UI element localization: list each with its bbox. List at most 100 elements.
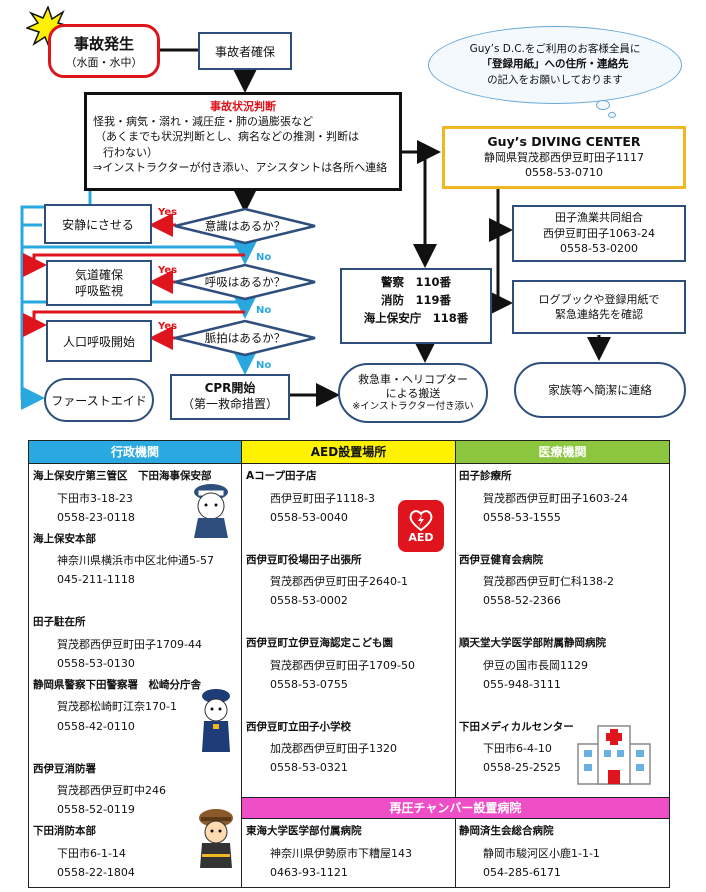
judgement-line-2: （あくまでも状況判断とし、病名などの推測・判断は — [95, 130, 359, 144]
hyperbaric-1-phone: 054-285-6171 — [483, 866, 561, 879]
judgement-line-3: 行わない） — [103, 145, 158, 159]
aed-1-name: 西伊豆町役場田子出張所 — [246, 554, 362, 566]
aed-2-address: 賀茂郡西伊豆町田子1709-50 — [270, 659, 415, 672]
medical-0-phone: 0558-53-1555 — [483, 511, 561, 524]
firefighter-mascot-icon — [199, 809, 233, 868]
hyperbaric-1-address: 静岡市駿河区小鹿1-1-1 — [483, 847, 600, 860]
bubble-tail-dot — [596, 100, 610, 110]
fishery-address: 西伊豆町田子1063-24 — [543, 226, 655, 240]
confirm-label: 事故者確保 — [214, 44, 275, 59]
coastguard-mascot-icon — [194, 484, 228, 538]
bubble-line-1: Guy’s D.C.をご利用のお客様全員に — [469, 43, 641, 56]
yes-label-3: Yes — [158, 321, 178, 332]
aed-0-address: 西伊豆町田子1118-3 — [270, 492, 375, 505]
calm-box: 安静にさせる — [44, 204, 152, 244]
no-label-1: No — [256, 252, 272, 263]
admin-4-name: 西伊豆消防署 — [33, 763, 96, 775]
medical-header: 医療機関 — [455, 440, 670, 464]
decision-diamonds — [174, 207, 316, 357]
accident-box: 事故発生 （水面・水中） — [48, 24, 160, 78]
pulse-diamond — [174, 319, 316, 357]
logbook-box: ログブックや登録用紙で 緊急連絡先を確認 — [512, 280, 686, 334]
heart-bolt-icon — [409, 509, 433, 531]
transport-line-1: 救急車・ヘリコプター — [358, 372, 468, 386]
medical-0-address: 賀茂郡西伊豆町田子1603-24 — [483, 492, 628, 505]
bubble-tail-dot — [608, 112, 616, 118]
question-consciousness: 意識はあるか？ — [204, 219, 286, 233]
admin-2-phone: 0558-53-0130 — [57, 657, 135, 670]
medical-3-name: 下田メディカルセンター — [459, 721, 574, 733]
admin-3-address: 賀茂郡松崎町江奈170-1 — [57, 700, 177, 713]
aed-0-phone: 0558-53-0040 — [270, 511, 348, 524]
admin-3-name: 静岡県警察下田警察署 松崎分庁舎 — [33, 679, 201, 691]
airway-line-1: 気道確保 — [74, 267, 123, 282]
medical-3-phone: 0558-25-2525 — [483, 761, 561, 774]
aed-2-phone: 0558-53-0755 — [270, 678, 348, 691]
question-pulse: 脈拍はあるか？ — [204, 331, 286, 345]
yes-label-2: Yes — [158, 265, 178, 276]
medical-1-address: 賀茂郡西伊豆町仁科138-2 — [483, 575, 614, 588]
hyperbaric-0-name: 東海大学医学部付属病院 — [246, 825, 362, 837]
question-breathing: 呼吸はあるか？ — [204, 275, 286, 289]
transport-note: ※インストラクター付き添い — [352, 401, 474, 413]
hospital-icon — [577, 725, 651, 785]
aed-1-address: 賀茂郡西伊豆町田子2640-1 — [270, 575, 408, 588]
center-address: 静岡県賀茂郡西伊豆町田子1117 — [484, 151, 644, 165]
airway-line-2: 呼吸監視 — [74, 284, 123, 298]
admin-0-phone: 0558-23-0118 — [57, 511, 135, 524]
medical-2-address: 伊豆の国市長岡1129 — [483, 659, 588, 672]
logbook-line-1: ログブックや登録用紙で — [538, 292, 660, 306]
diving-center-box: Guy’s DIVING CENTER 静岡県賀茂郡西伊豆町田子1117 055… — [442, 126, 686, 189]
medical-2-phone: 055-948-3111 — [483, 678, 561, 691]
medical-2-name: 順天堂大学医学部附属静岡病院 — [459, 637, 606, 649]
admin-0-address: 下田市3-18-23 — [57, 492, 133, 505]
fishery-phone: 0558-53-0200 — [560, 242, 638, 256]
transport-box: 救急車・ヘリコプター による搬送 ※インストラクター付き添い — [338, 363, 488, 423]
medical-1-name: 西伊豆健育会病院 — [459, 554, 543, 566]
medical-3-address: 下田市6-4-10 — [483, 742, 552, 755]
aed-3-phone: 0558-53-0321 — [270, 761, 348, 774]
admin-header: 行政機関 — [28, 440, 242, 464]
confirm-box: 事故者確保 — [198, 32, 292, 70]
cpr-title: CPR開始 — [204, 381, 256, 396]
logbook-line-2: 緊急連絡先を確認 — [555, 308, 643, 321]
aed-1-phone: 0558-53-0002 — [270, 594, 348, 607]
center-phone: 0558-53-0710 — [525, 165, 603, 179]
cpr-box: CPR開始 （第一救命措置） — [170, 374, 290, 420]
table-divider — [241, 440, 242, 888]
breathing-diamond — [174, 263, 316, 301]
emergency-numbers-box: 警察 110番 消防 119番 海上保安庁 118番 — [340, 268, 492, 344]
judgement-box: 事故状況判断 怪我・病気・溺れ・減圧症・肺の過膨張など （あくまでも状況判断とし… — [84, 92, 402, 191]
aed-header: AED設置場所 — [241, 440, 456, 464]
judgement-line-1: 怪我・病気・溺れ・減圧症・肺の過膨張など — [93, 115, 313, 129]
cpr-subtitle: （第一救命措置） — [181, 397, 278, 411]
admin-3-phone: 0558-42-0110 — [57, 720, 135, 733]
first-aid-label: ファーストエイド — [51, 393, 147, 408]
hyperbaric-header: 再圧チャンバー設置病院 — [241, 797, 670, 819]
aed-3-address: 加茂郡西伊豆町田子1320 — [270, 742, 397, 755]
admin-0-name: 海上保安庁第三管区 下田海事保安部 — [33, 470, 212, 482]
judgement-line-4: ⇒インストラクターが付き添い、アシスタントは各所へ連絡 — [93, 160, 388, 174]
admin-4-phone: 0558-52-0119 — [57, 803, 135, 816]
judgement-title: 事故状況判断 — [210, 100, 276, 113]
admin-1-address: 神奈川県横浜市中区北仲通5-57 — [57, 554, 214, 567]
rescue-breath-box: 人口呼吸開始 — [46, 320, 152, 362]
calm-label: 安静にさせる — [62, 217, 134, 232]
aed-2-name: 西伊豆町立伊豆海認定こども園 — [246, 637, 393, 649]
hyperbaric-0-address: 神奈川県伊勢原市下糟屋143 — [270, 847, 412, 860]
medical-1-phone: 0558-52-2366 — [483, 594, 561, 607]
family-label: 家族等へ簡潔に連絡 — [548, 383, 652, 397]
police-mascot-icon — [202, 689, 230, 752]
admin-1-phone: 045-211-1118 — [57, 573, 135, 586]
first-aid-box: ファーストエイド — [44, 378, 154, 422]
aed-icon-label: AED — [408, 530, 434, 544]
admin-5-name: 下田消防本部 — [33, 825, 96, 837]
accident-title: 事故発生 — [73, 34, 134, 53]
bubble-line-2: 「登録用紙」への住所・連絡先 — [481, 58, 629, 71]
airway-box: 気道確保 呼吸監視 — [46, 260, 152, 306]
bubble-line-3: の記入をお願いしております — [487, 73, 623, 86]
aed-3-name: 西伊豆町立田子小学校 — [246, 721, 351, 733]
no-label-2: No — [256, 305, 272, 316]
no-label-3: No — [256, 360, 272, 371]
fire-number: 消防 119番 — [380, 292, 451, 307]
